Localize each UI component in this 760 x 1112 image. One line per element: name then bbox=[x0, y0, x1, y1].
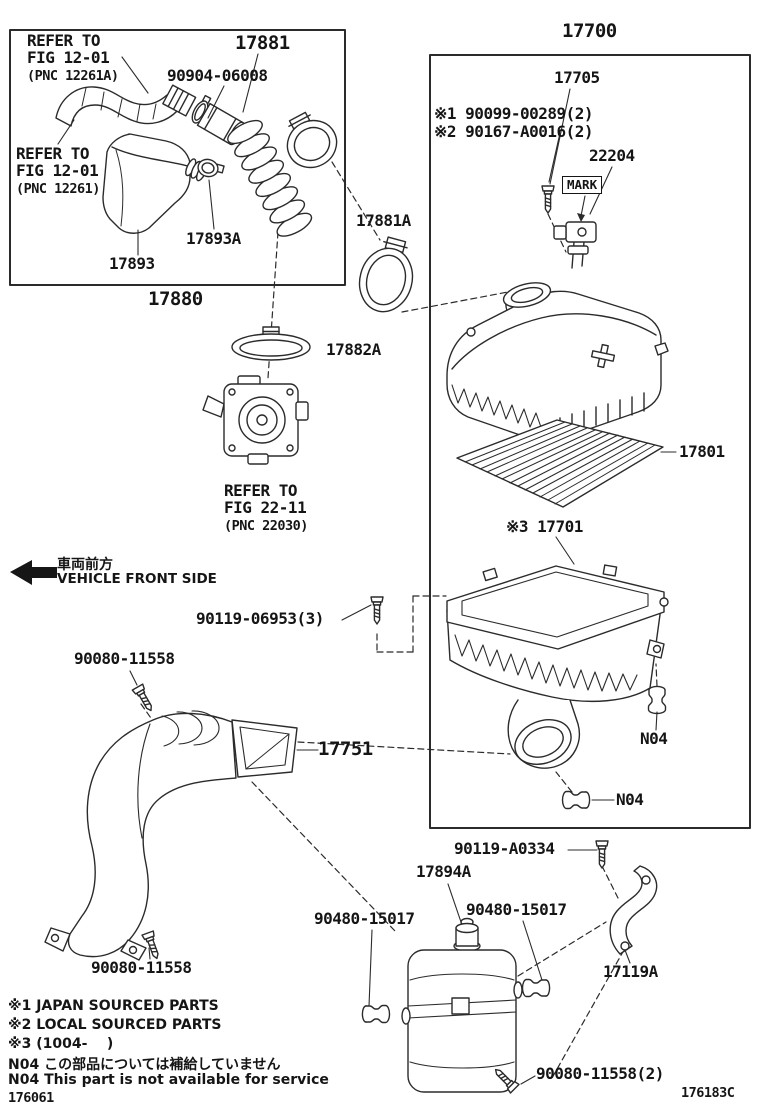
throttle-body-drawing bbox=[202, 375, 309, 465]
sheet-code-left: 176061 bbox=[8, 1090, 54, 1106]
callout-90904-06008: 90904-06008 bbox=[167, 66, 268, 85]
clamp-17882a-drawing bbox=[231, 326, 311, 361]
refer-note-c-line3: (PNC 22030) bbox=[224, 518, 308, 534]
vehicle-front-arrow bbox=[10, 560, 57, 585]
callout-17881a: 17881A bbox=[356, 211, 411, 230]
resonator-17894a-drawing bbox=[401, 917, 523, 1093]
footnote-3: ※3 (1004- ) bbox=[8, 1036, 114, 1052]
refer-note-a-line2: FIG 12-01 bbox=[27, 48, 110, 67]
refer-note-b-line2: FIG 12-01 bbox=[16, 161, 99, 180]
frame-17880-box bbox=[9, 29, 346, 286]
refer-note-b-line3: (PNC 12261) bbox=[16, 181, 100, 197]
callout-17700: 17700 bbox=[562, 20, 617, 42]
assembly-dashed-lines bbox=[140, 161, 658, 1079]
refer-note-a-line3: (PNC 12261A) bbox=[27, 68, 119, 84]
callout-90119-a0334: 90119-A0334 bbox=[454, 839, 555, 858]
callout-90080-11558: 90080-11558 bbox=[74, 649, 175, 668]
intake-duct-17751-drawing bbox=[44, 710, 298, 961]
air-cleaner-case-drawing bbox=[446, 564, 669, 769]
callout-17893a: 17893A bbox=[186, 229, 241, 248]
callout-17801: 17801 bbox=[679, 442, 725, 461]
clamp-17881a-drawing bbox=[358, 236, 414, 313]
mark-tag: MARK bbox=[562, 176, 603, 194]
intake-tube-bellows-drawing bbox=[227, 119, 313, 237]
callout-17701: ※3 17701 bbox=[506, 517, 583, 536]
callout-17751: 17751 bbox=[318, 738, 373, 760]
grommet-90480-drawing bbox=[361, 1004, 391, 1024]
callout-17881: 17881 bbox=[235, 32, 290, 54]
callout-90080-11558: 90080-11558 bbox=[91, 958, 192, 977]
footnote-1: ※1 JAPAN SOURCED PARTS bbox=[8, 998, 219, 1014]
air-cleaner-cap-drawing bbox=[446, 282, 669, 441]
mark-arrowhead bbox=[577, 213, 585, 222]
bolt-90119-a0334-drawing bbox=[595, 840, 609, 869]
callout-90480-15017: 90480-15017 bbox=[466, 900, 567, 919]
callout-90080-11558-x2: 90080-11558(2) bbox=[536, 1064, 664, 1083]
clamp-17893a-drawing bbox=[197, 158, 225, 178]
callout-17893: 17893 bbox=[109, 254, 155, 273]
grommet-90480-drawing bbox=[521, 978, 551, 998]
bracket-17119a-drawing bbox=[609, 865, 658, 955]
refer-note-c-line2: FIG 22-11 bbox=[224, 498, 307, 517]
vehicle-front-label-en: VEHICLE FRONT SIDE bbox=[57, 571, 217, 587]
callout-n04: N04 bbox=[616, 790, 644, 809]
refer-note-c-line1: REFER TO bbox=[224, 481, 298, 500]
callout-90480-15017: 90480-15017 bbox=[314, 909, 415, 928]
frame-17700-box bbox=[429, 54, 751, 829]
footnote-2: ※2 LOCAL SOURCED PARTS bbox=[8, 1017, 222, 1033]
sensor-22204-drawing bbox=[553, 221, 597, 269]
footnote-4: N04 この部品については補給していません bbox=[8, 1057, 281, 1073]
callout-17119a: 17119A bbox=[603, 962, 658, 981]
leader-lines bbox=[57, 53, 677, 1085]
callout-sub2: ※2 90167-A0016(2) bbox=[434, 122, 594, 141]
callout-22204: 22204 bbox=[589, 146, 635, 165]
air-duct-17893-drawing bbox=[102, 133, 208, 234]
callout-90119-06953: 90119-06953(3) bbox=[196, 609, 324, 628]
hose-clamp-large-drawing bbox=[286, 111, 338, 169]
air-filter-element-drawing bbox=[456, 419, 664, 508]
grommet-n04-drawing bbox=[647, 685, 667, 715]
callout-17705: 17705 bbox=[554, 68, 600, 87]
callout-n04: N04 bbox=[640, 729, 668, 748]
refer-note-b-line1: REFER TO bbox=[16, 144, 90, 163]
bolt-90080-11558-drawing bbox=[141, 930, 164, 962]
screw-17705-drawing bbox=[541, 185, 555, 214]
callout-sub1: ※1 90099-00289(2) bbox=[434, 104, 594, 123]
footnote-5: N04 This part is not available for servi… bbox=[8, 1072, 329, 1088]
bolt-90119-06953-drawing bbox=[370, 596, 384, 625]
grommet-n04-drawing bbox=[561, 790, 591, 810]
callout-17894a: 17894A bbox=[416, 862, 471, 881]
vehicle-front-label-jp: 車両前方 bbox=[57, 557, 113, 573]
sheet-code-right: 176183C bbox=[681, 1085, 735, 1101]
callout-17882a: 17882A bbox=[326, 340, 381, 359]
hose-connector-drawing bbox=[162, 84, 197, 117]
callout-17880: 17880 bbox=[148, 288, 203, 310]
refer-note-a-line1: REFER TO bbox=[27, 31, 101, 50]
